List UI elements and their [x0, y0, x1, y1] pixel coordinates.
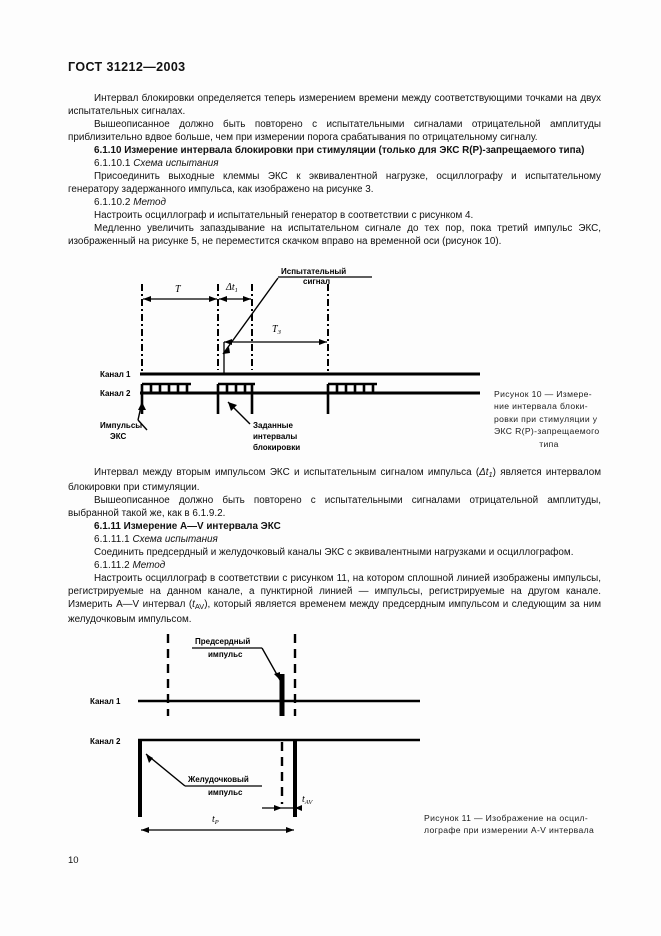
figure-11-diagram: Предсердный импульс Канал 1 Канал 2 Желу… [90, 632, 430, 837]
subheading-6-1-10-1-number: 6.1.10.1 [94, 158, 131, 169]
figure-10-diagram: Испытательный сигнал T Δt1 TЗ [100, 262, 490, 462]
subheading-6-1-10-1: 6.1.10.1 Схема испытания [68, 157, 601, 170]
figure10-blocking-label-line2: интервалы [253, 432, 297, 441]
figure-11-caption: Рисунок 11 — Изображение на осцил- логра… [424, 812, 604, 837]
figure10-caption-line-5: типа [539, 438, 559, 449]
paragraph-connect-channels: Соединить предсердный и желудочковый кан… [94, 547, 574, 558]
figure10-caption-line-4: ЭКС R(P)-запрещаемого [494, 426, 600, 437]
paragraph-increase-delay: Медленно увеличить запаздывание на испыт… [68, 223, 601, 247]
figure10-dim-T: T [175, 284, 182, 295]
figure10-dim-T3: TЗ [272, 324, 282, 336]
subheading-6-1-11-2: 6.1.11.2 Метод [68, 559, 601, 572]
figure10-channel2-label: Канал 2 [100, 389, 131, 398]
paragraph-blocking-part-b: ) является интервалом блокировки при сти… [68, 467, 601, 493]
subheading-6-1-10-2-number: 6.1.10.2 [94, 197, 131, 208]
heading-6-1-10: 6.1.10 Измерение интервала блокировки пр… [94, 145, 585, 156]
figure11-caption-line-1: Рисунок 11 — Изображение на осцил- [424, 813, 589, 823]
figure10-pulse-burst-2 [216, 384, 254, 393]
subheading-6-1-11-1: 6.1.11.1 Схема испытания [68, 533, 601, 546]
page-number: 10 [68, 855, 79, 866]
figure10-pulses-label-line1: Импульсы [100, 421, 142, 430]
paragraph-connect-terminals: Присоединить выходные клеммы ЭКС к эквив… [68, 171, 601, 195]
heading-6-1-11: 6.1.11 Измерение A—V интервала ЭКС [94, 521, 281, 532]
figure10-pulses-label-line2: ЭКС [110, 432, 126, 441]
text-block-upper: Интервал блокировки определяется теперь … [68, 92, 601, 248]
paragraph-av-symbol: t [192, 599, 195, 610]
paragraph-repeat-negative: Вышеописанное должно быть повторено с ис… [68, 119, 601, 143]
subheading-6-1-10-2-title: Метод [133, 197, 166, 208]
figure10-caption-line-1: Рисунок 10 — Измере- [494, 389, 592, 399]
figure11-ventricular-label-line2: импульс [208, 788, 243, 797]
paragraph-blocking-part-a: Интервал между вторым импульсом ЭКС и ис… [94, 467, 480, 478]
figure10-test-signal-label-line1: Испытательный [281, 267, 346, 276]
figure10-pulse-burst-1 [140, 384, 189, 393]
figure11-atrial-label-line2: импульс [208, 650, 243, 659]
paragraph-repeat-negative-2: Вышеописанное должно быть повторено с ис… [68, 495, 601, 519]
page-header-standard-number: ГОСТ 31212—2003 [68, 60, 186, 74]
figure10-caption-line-3: ровки при стимуляции у [494, 413, 598, 424]
figure11-caption-line-2: лографе при измерении A-V интервала [424, 825, 595, 836]
paragraph-av-part-a: Настроить осциллограф в соответствии с р… [68, 573, 601, 610]
paragraph-av-symbol-subscript: AV [194, 602, 205, 611]
figure10-channel1-label: Канал 1 [100, 370, 131, 379]
subheading-6-1-10-2: 6.1.10.2 Метод [68, 196, 601, 209]
paragraph-blocking-symbol-subscript: 1 [488, 470, 493, 479]
figure10-blocking-label-line3: блокировки [253, 443, 300, 452]
figure10-pulse-burst-3 [326, 384, 375, 393]
text-block-middle: Интервал между вторым импульсом ЭКС и ис… [68, 466, 601, 626]
subheading-6-1-11-2-title: Метод [132, 560, 166, 571]
figure10-blocking-label-line1: Заданные [253, 421, 293, 430]
figure11-dim-tp: tP [212, 814, 219, 826]
paragraph-av-part-b: ), который является временем между предс… [68, 599, 602, 625]
figure11-ventricular-label-line1: Желудочковый [187, 775, 249, 784]
subheading-6-1-11-1-number: 6.1.11.1 [94, 534, 130, 545]
paragraph-interval-definition: Интервал блокировки определяется теперь … [68, 93, 601, 117]
paragraph-blocking-symbol: Δt [479, 467, 489, 478]
figure11-atrial-label-line1: Предсердный [195, 637, 250, 646]
figure11-channel1-label: Канал 1 [90, 697, 121, 706]
paragraph-av-interval-method: Настроить осциллограф в соответствии с р… [68, 572, 601, 626]
figure10-test-signal-label-line2: сигнал [303, 277, 330, 286]
figure10-caption-line-2: ние интервала блоки- [494, 401, 588, 412]
paragraph-setup-oscilloscope: Настроить осциллограф и испытательный ге… [94, 210, 474, 221]
paragraph-blocking-interval-stimulation: Интервал между вторым импульсом ЭКС и ис… [68, 466, 601, 494]
subheading-6-1-10-1-title: Схема испытания [133, 158, 219, 169]
subheading-6-1-11-2-number: 6.1.11.2 [94, 560, 130, 571]
figure10-dim-delta-t: Δt1 [225, 282, 238, 294]
figure11-dim-tav: tAV [302, 794, 313, 806]
subheading-6-1-11-1-title: Схема испытания [132, 534, 218, 545]
figure11-channel2-label: Канал 2 [90, 737, 121, 746]
figure-10-caption: Рисунок 10 — Измере- ние интервала блоки… [494, 388, 604, 450]
